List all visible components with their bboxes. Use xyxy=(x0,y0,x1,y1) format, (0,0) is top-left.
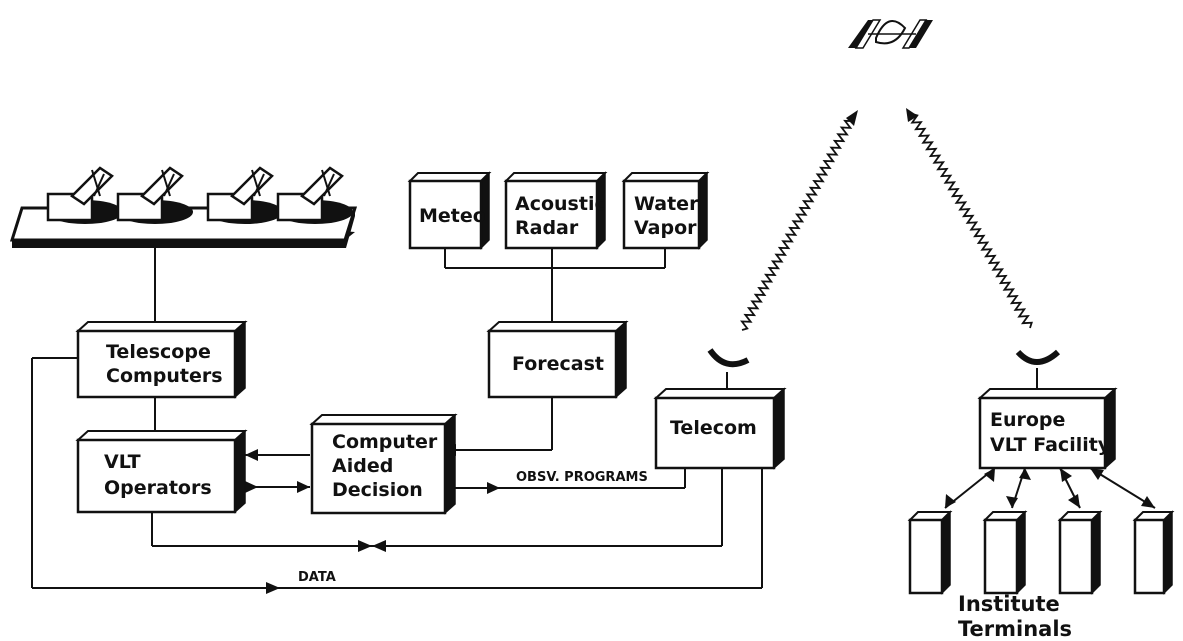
satellite-link-zigzags xyxy=(740,113,1033,331)
terminals-label: Terminals xyxy=(958,617,1072,641)
vlt-operators-box: VLT Operators xyxy=(75,429,248,514)
acoustic-label: Acoustic xyxy=(515,193,606,215)
institute-label: Institute xyxy=(958,592,1060,616)
telecom-box: Telecom xyxy=(653,387,787,470)
vlt-label: VLT xyxy=(104,451,141,473)
vlt-facility-label: VLT Facility xyxy=(990,434,1111,456)
data-label: DATA xyxy=(298,570,336,585)
obsv-programs-label: OBSV. PROGRAMS xyxy=(516,470,648,485)
telescope-label: Telescope xyxy=(106,341,211,363)
meteo-label: Meteo xyxy=(419,205,486,227)
europe-vlt-facility-box: Europe VLT Facility xyxy=(977,387,1118,470)
decision-label: Decision xyxy=(332,479,423,501)
computers-label: Computers xyxy=(106,365,223,387)
operators-label: Operators xyxy=(104,477,212,499)
telecom-label: Telecom xyxy=(670,417,757,439)
arrowheads xyxy=(245,108,1155,594)
dish-antenna-icon xyxy=(707,348,1061,368)
forecast-box: Forecast xyxy=(486,320,629,399)
computer-aided-decision-box: Computer Aided Decision xyxy=(309,413,458,515)
water-vapor-box: Water Vapor xyxy=(621,171,710,250)
water-label: Water xyxy=(634,193,699,215)
acoustic-radar-box: Acoustic Radar xyxy=(503,171,608,250)
forecast-label: Forecast xyxy=(512,353,604,375)
europe-label: Europe xyxy=(990,409,1065,431)
satellite-icon xyxy=(848,19,933,49)
vapor-label: Vapor xyxy=(634,217,697,239)
computer-label: Computer xyxy=(332,431,438,453)
meteo-box: Meteo xyxy=(407,171,492,250)
aided-label: Aided xyxy=(332,455,393,477)
radar-label: Radar xyxy=(515,217,579,239)
terminal-icon xyxy=(907,510,1175,595)
telescope-array-icon xyxy=(9,166,358,248)
telescope-computers-box: Telescope Computers xyxy=(75,320,248,399)
